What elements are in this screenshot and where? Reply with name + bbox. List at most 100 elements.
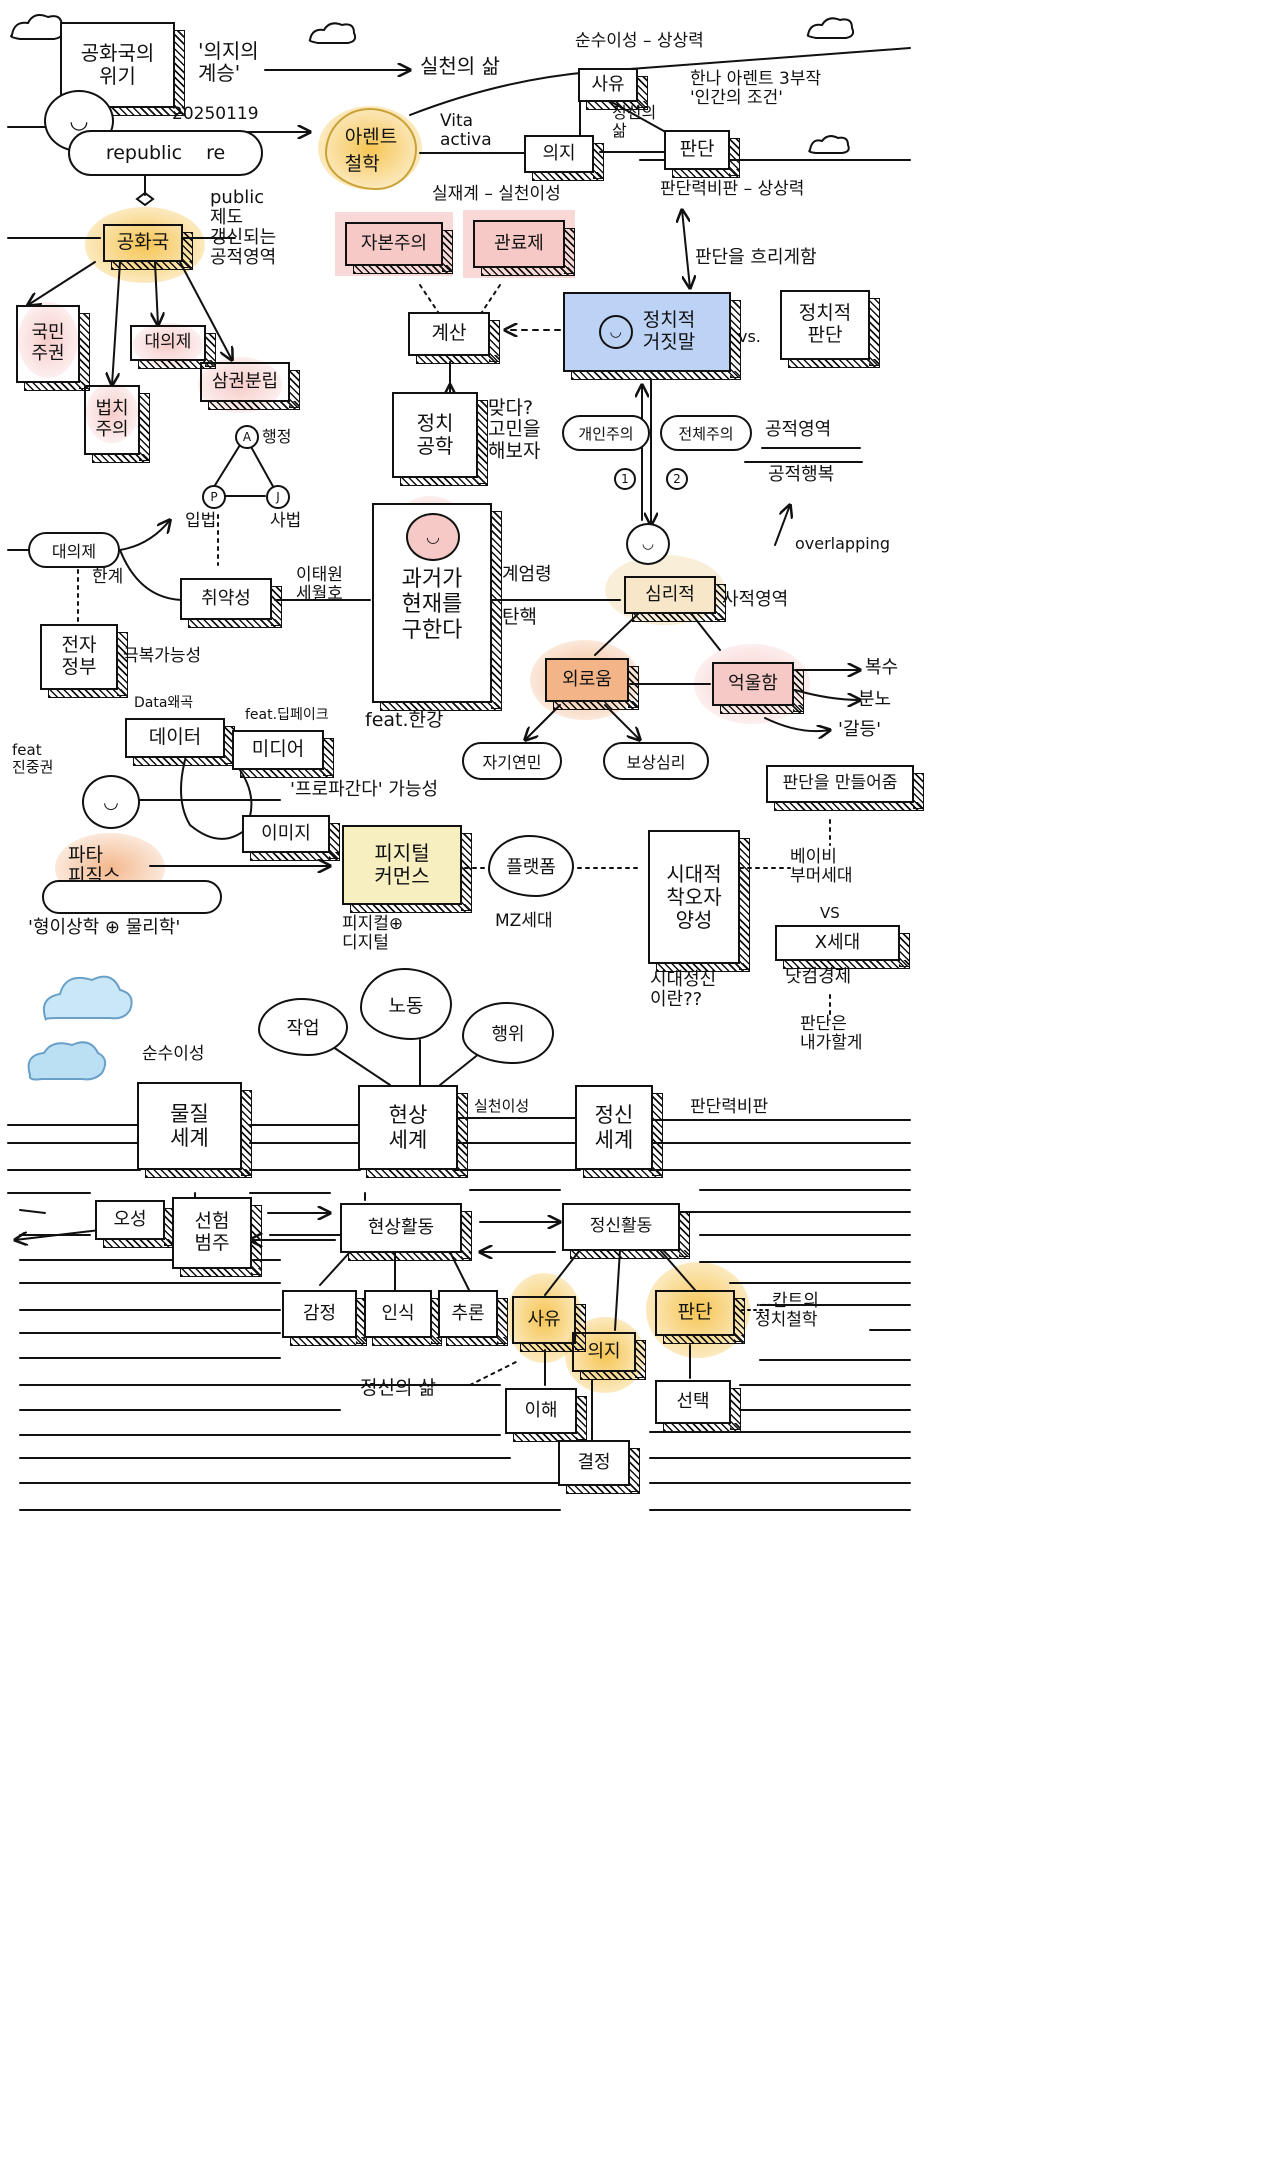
mental-life: 정신의 삶: [360, 1377, 436, 1399]
republic-box: 공화국: [103, 224, 193, 270]
category-box: 선험 범주: [172, 1197, 262, 1277]
will-box-top: 의지: [524, 135, 604, 181]
judgment-box: 판단: [655, 1290, 745, 1344]
vita-activa: Vita activa: [440, 111, 492, 151]
weakening-box: 취약성: [180, 578, 282, 628]
jud-j-circle: J: [266, 485, 290, 509]
representative-pill: 대의제: [28, 532, 120, 568]
smiley-face-icon: ◡: [598, 315, 633, 349]
digital-convergence-box: 피지털 커먼스: [342, 825, 472, 913]
revenge: 복수: [865, 657, 899, 678]
num1-circle: 1: [614, 468, 636, 490]
republic-label: republic: [105, 142, 183, 164]
understanding-box: 이해: [505, 1388, 587, 1442]
mental-world-box: 정신 세계: [575, 1085, 663, 1178]
cognition-box: 인식: [364, 1290, 442, 1346]
practical-life: 실천의 삶: [420, 54, 500, 78]
image-box: 이미지: [242, 815, 340, 861]
data-box: 데이터: [125, 718, 235, 766]
past-present-label: 과거가 현재를 구한다: [401, 567, 463, 643]
x-generation-box: X세대: [775, 925, 910, 969]
political-judgment-box: 정치적 판단: [780, 290, 880, 368]
legislative: 입법: [185, 511, 217, 531]
platform-cloud: 플랫폼: [488, 835, 574, 897]
psychological-box: 심리적: [624, 576, 726, 622]
smiley-face-icon: ◡: [82, 775, 140, 829]
pure-contemplation: 순수이성 – 상상력: [575, 31, 704, 51]
totalitarianism-pill: 전체주의: [660, 415, 752, 451]
admin-a-circle: A: [235, 425, 259, 449]
is-it-right: 맞다? 고민을 해보자: [488, 397, 541, 462]
conflict: '갈등': [838, 719, 882, 740]
reality-practical: 실재계 – 실천이성: [432, 184, 561, 204]
judgment-critique: 판단력비판 – 상상력: [660, 179, 805, 199]
num2-circle: 2: [666, 468, 688, 490]
smiley-face-icon: ◡: [406, 513, 460, 561]
material-world-box: 물질 세계: [137, 1082, 252, 1178]
smiley-face-icon: ◡: [626, 523, 670, 565]
arendt-philosophy: 아렌트 철학: [325, 108, 417, 190]
mind-map: 공화국의 위기 ◡ '의지의 계승' 실천의 삶 20250119 republ…: [7, 14, 924, 1511]
rule-of-law-box: 법치 주의: [84, 385, 150, 463]
work-cloud: 작업: [258, 998, 348, 1056]
impeachment: 탄핵: [502, 606, 537, 628]
era-victim-box: 시대적 착오자 양성: [648, 830, 750, 972]
representative-box: 대의제: [130, 325, 216, 369]
self-pity-pill: 자기연민: [462, 742, 562, 780]
judgment-mine: 판단은 내가할게: [800, 1014, 863, 1054]
political-lie-label: 정치적 거짓말: [642, 309, 696, 353]
vs2-label: VS: [820, 904, 840, 922]
action-cloud: 행위: [462, 1002, 554, 1064]
will-box: 의지: [572, 1332, 646, 1380]
thinking-box-top: 사유: [578, 68, 648, 110]
practical-reason: 실천이성: [474, 1097, 530, 1115]
limit-label: 한계: [92, 567, 124, 587]
loneliness-box: 외로움: [545, 658, 639, 710]
feat-jin: feat 진중권: [12, 741, 54, 776]
private-sphere: 사적영역: [722, 589, 789, 610]
phenomenal-activity-box: 현상활동: [340, 1203, 472, 1261]
labor-cloud: 노동: [360, 968, 452, 1040]
feat-deepfake: feat.딥페이크: [245, 707, 329, 723]
vs-label: vs.: [738, 327, 761, 346]
martial-law: 계엄령: [502, 564, 552, 585]
reasoning-box: 추론: [438, 1290, 508, 1346]
judiciary: 사법: [270, 511, 302, 531]
judgment-made-box: 판단을 만들어줌: [766, 765, 924, 811]
popular-sovereignty-box: 국민 주권: [16, 305, 90, 391]
sensibility-box: 오성: [95, 1200, 175, 1248]
political-engineering-box: 정치 공학: [392, 392, 488, 486]
judgment-box-top: 판단: [664, 130, 740, 178]
overlapping: overlapping: [795, 534, 890, 553]
pure-reason: 순수이성: [142, 1044, 205, 1064]
compensation-pill: 보상심리: [603, 742, 709, 780]
re-label: re: [206, 142, 226, 164]
leg-p-circle: P: [202, 485, 226, 509]
ideology: 이태원 세월호: [296, 565, 343, 605]
kant-politics: …칸트의 정치철학: [755, 1291, 819, 1331]
zeitgeist: 시대정신 이란??: [650, 969, 717, 1011]
mental-life-top: 정신의 삶: [612, 103, 657, 140]
phenomenal-world-box: 현상 세계: [358, 1085, 468, 1178]
cloud-icon: [10, 14, 855, 1081]
baby-boomers: 베이비 부머세대: [790, 847, 853, 887]
public-sphere: 공적영역: [765, 419, 832, 440]
individualism-pill: 개인주의: [562, 415, 650, 451]
e-government-box: 전자 정부: [40, 624, 128, 698]
dotcom: 닷컴경제: [785, 966, 852, 987]
public-happiness: 공적행복: [768, 464, 835, 485]
data-distortion: Data왜곡: [134, 695, 194, 711]
resentment-box: 억울함: [712, 662, 804, 714]
physical-digital: 피지컬⊕ 디지털: [342, 914, 404, 954]
media-box: 미디어: [232, 730, 334, 778]
admin-label: 행정: [262, 427, 292, 446]
choice-box: 선택: [655, 1380, 741, 1432]
past-present-card: ◡ 과거가 현재를 구한다: [372, 503, 502, 711]
feat-han: feat.한강: [365, 709, 444, 731]
overcome-label: 극복가능성: [123, 646, 202, 666]
calculation-box: 계산: [408, 312, 500, 364]
date-label: 20250119: [172, 104, 259, 124]
public-things: public 제도 갱신되는 공적영역: [210, 187, 277, 269]
physics-oval: [42, 880, 222, 914]
republic-pill: republic re: [68, 130, 263, 176]
